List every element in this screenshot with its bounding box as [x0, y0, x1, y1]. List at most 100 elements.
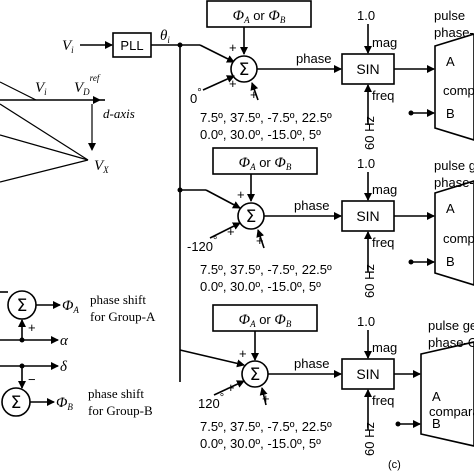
figure-caption: (c)	[388, 459, 401, 471]
d-axis-label: d-axis	[103, 106, 135, 121]
sin-label-3: SIN	[356, 366, 379, 382]
comparator-2-label: compar	[443, 231, 474, 246]
offset-wire-1	[202, 75, 235, 91]
phi-box-1-label: ΦA or ΦB	[233, 8, 286, 25]
phasor-line-c	[0, 134, 89, 161]
mag-label-2: mag	[372, 182, 397, 197]
phasor-line-d	[0, 159, 89, 183]
v-i-label: Vi	[35, 80, 47, 97]
input-v-label: Vi	[62, 38, 74, 55]
legend-phi-b: ΦB	[56, 395, 73, 412]
group-a-line1: phase shift	[90, 292, 146, 307]
v-x-label: VX	[94, 158, 109, 175]
theta-label: θi	[160, 28, 170, 45]
sin-block-2	[341, 200, 395, 232]
offset-1: 0°	[190, 87, 202, 106]
phase-label-2: phase	[294, 198, 329, 213]
summer-1-plus-top: +	[229, 40, 237, 55]
summer-2-plus-angles: +	[256, 233, 264, 248]
pll-section: Vi PLL θi	[62, 28, 183, 382]
freq-label-1: freq	[372, 88, 394, 103]
theta-to-sum-2	[205, 189, 241, 209]
freq-value-1: 60 Hz	[362, 116, 377, 150]
phi-box-1	[206, 0, 312, 28]
comp-2-in-a: A	[446, 201, 455, 216]
freq-value-2: 60 Hz	[362, 264, 377, 298]
mag-value-1: 1.0	[357, 8, 375, 23]
theta-to-sum-1	[199, 44, 235, 63]
summer-3-plus-angles: +	[262, 391, 270, 406]
comparator-2	[434, 180, 474, 286]
phi-box-2-label: ΦA or ΦB	[239, 155, 292, 172]
angles-1-line1: 7.5º, 37.5º, -7.5º, 22.5º	[200, 110, 332, 125]
summer-1-plus-bottom: +	[229, 76, 237, 91]
group-b-line1: phase shift	[88, 386, 144, 401]
row-phase-c: ΦA or ΦB Σ + + + 120° 7.5º, 37.5º, -7.5º…	[179, 304, 474, 456]
phasor-line-a	[0, 81, 37, 101]
offset-3: 120°	[198, 392, 224, 411]
phase-label-1: phase	[296, 51, 331, 66]
pulse-2-line1: pulse g	[434, 158, 474, 173]
row-phase-b: ΦA or ΦB Σ + + + -120° 7.5º, 37.5º, -7.5…	[180, 147, 474, 298]
alpha-label: α	[60, 333, 69, 349]
summer-3-plus-top: +	[239, 346, 247, 361]
angles-wire-2	[256, 229, 265, 249]
pulse-1-line2: phase-A	[434, 25, 474, 40]
pll-label: PLL	[120, 38, 143, 53]
delta-label: δ	[60, 359, 68, 375]
comp-1-in-a: A	[446, 54, 455, 69]
phi-box-2	[212, 147, 318, 175]
mag-label-3: mag	[372, 340, 397, 355]
comp-2-in-b: B	[446, 254, 455, 269]
phase-shift-legend: Σ ΦA + phase shift for Group-A α δ − Σ Φ…	[0, 290, 156, 418]
carrier-dot-2	[408, 259, 414, 265]
freq-label-3: freq	[372, 393, 394, 408]
legend-summer-a-symbol: Σ	[17, 296, 28, 316]
group-b-line2: for Group-B	[88, 403, 153, 418]
angles-wire-1	[250, 82, 259, 101]
phase-label-3: phase	[294, 356, 329, 371]
group-a-line2: for Group-A	[90, 309, 156, 324]
phasor-line-b	[0, 103, 89, 161]
legend-phi-a: ΦA	[62, 298, 79, 315]
angles-3-line1: 7.5º, 37.5º, -7.5º, 22.5º	[200, 419, 332, 434]
angles-3-line2: 0.0º, 30.0º, -15.0º, 5º	[200, 436, 321, 451]
v-d-ref-label: VDref	[74, 73, 101, 97]
pulse-3-line2: phase-C	[428, 335, 474, 350]
summer-3-symbol: Σ	[250, 365, 261, 385]
summer-1-symbol: Σ	[239, 60, 250, 80]
alpha-dot	[19, 337, 25, 343]
angles-1-line2: 0.0º, 30.0º, -15.0º, 5º	[200, 127, 321, 142]
pll-block	[112, 32, 152, 58]
angles-wire-3	[259, 387, 268, 406]
legend-summer-b-symbol: Σ	[11, 393, 22, 413]
pulse-3-line1: pulse ge	[428, 318, 474, 333]
offset-2: -120°	[187, 235, 217, 254]
sin-label-2: SIN	[356, 208, 379, 224]
angles-2-line1: 7.5º, 37.5º, -7.5º, 22.5º	[200, 262, 332, 277]
mag-value-3: 1.0	[357, 314, 375, 329]
comparator-1-label: compa	[443, 83, 474, 98]
mag-value-2: 1.0	[357, 156, 375, 171]
freq-label-2: freq	[372, 235, 394, 250]
legend-a-plus: +	[28, 320, 36, 335]
comparator-1	[434, 33, 474, 141]
freq-value-3: 60 Hz	[362, 422, 377, 456]
pulse-1-line1: pulse	[434, 8, 465, 23]
phasor-diagram: Vi VDref d-axis VX	[0, 73, 135, 183]
row-phase-a: ΦA or ΦB Σ + + + 0° 7.5º, 37.5º, -7.5º, …	[180, 0, 474, 150]
summer-2-plus-bottom: +	[227, 224, 235, 239]
carrier-dot-3	[395, 421, 401, 427]
sin-block-3	[341, 358, 395, 390]
phi-box-3	[212, 304, 318, 332]
comp-3-in-b: B	[432, 416, 441, 431]
mag-label-1: mag	[372, 35, 397, 50]
carrier-dot-1	[408, 110, 414, 116]
summer-2-plus-top: +	[237, 187, 245, 202]
legend-b-minus: −	[28, 372, 36, 387]
sin-label-1: SIN	[356, 61, 379, 77]
summer-1-plus-angles: +	[250, 87, 258, 102]
offset-wire-2	[209, 222, 241, 239]
phi-box-3-label: ΦA or ΦB	[239, 312, 292, 329]
